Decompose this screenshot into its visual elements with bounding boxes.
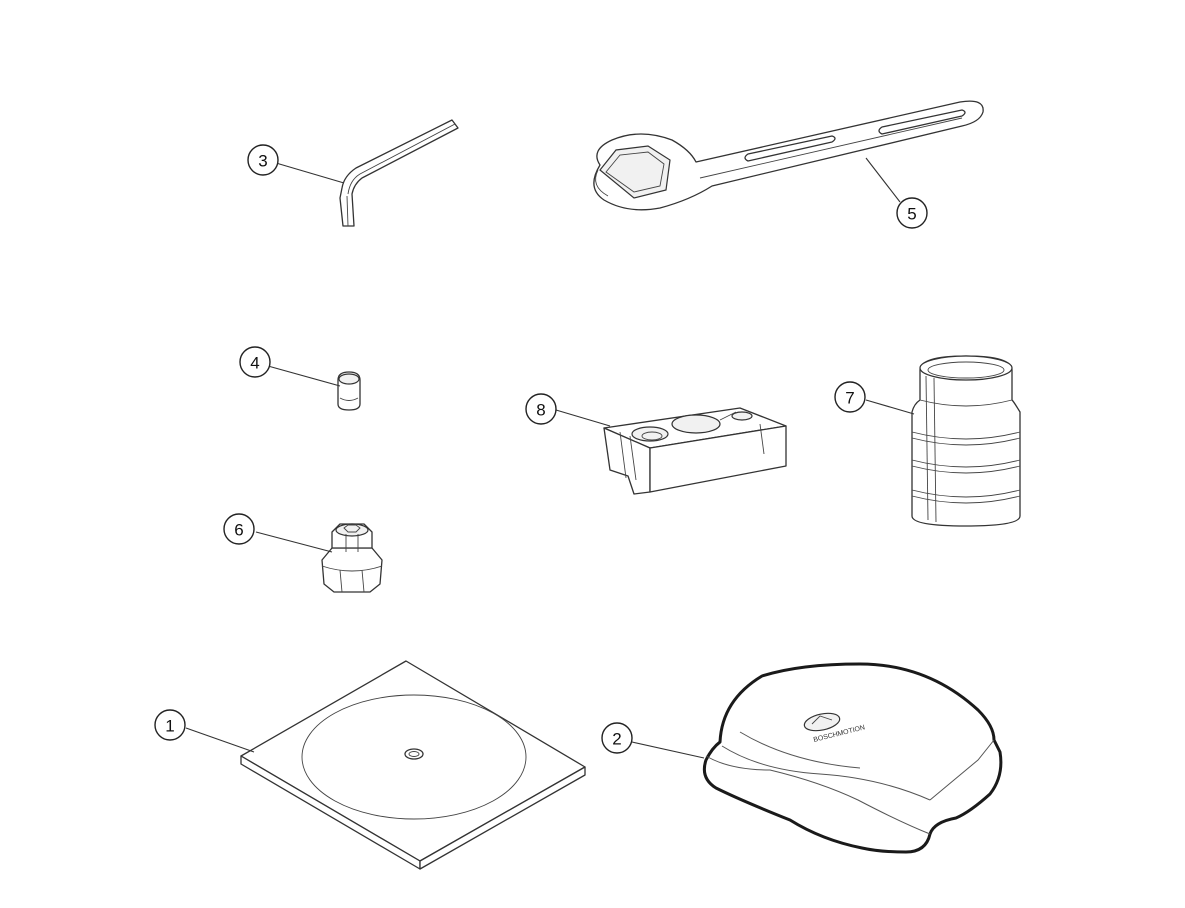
callout-7: 7 [834, 381, 866, 413]
callout-number: 8 [536, 401, 545, 420]
adapter-nut-icon [321, 523, 383, 593]
holding-block-icon [603, 407, 787, 495]
callout-2: 2 [601, 722, 633, 754]
leader-line-1 [185, 727, 255, 753]
callout-number: 6 [234, 521, 243, 540]
socket-tool-icon [911, 355, 1021, 527]
callout-number: 5 [907, 205, 916, 224]
callout-8: 8 [525, 393, 557, 425]
callout-1: 1 [154, 709, 186, 741]
callout-number: 2 [612, 730, 621, 749]
leader-line-4 [267, 365, 341, 387]
callout-3: 3 [247, 144, 279, 176]
hex-spanner-wrench-icon [593, 100, 984, 211]
leader-line-2 [631, 741, 705, 759]
leader-line-7 [865, 399, 915, 415]
hex-key-icon [339, 119, 459, 227]
leader-line-3 [275, 162, 345, 184]
callout-number: 3 [258, 152, 267, 171]
leader-line-5 [865, 157, 901, 203]
callout-4: 4 [239, 346, 271, 378]
leader-line-6 [255, 531, 333, 553]
callout-number: 1 [165, 717, 174, 736]
tool-pouch-icon: BOSCHMOTION [702, 662, 1003, 854]
pin-icon [337, 371, 361, 411]
callout-number: 4 [250, 354, 259, 373]
repair-mat-icon [240, 660, 586, 870]
callout-5: 5 [896, 197, 928, 229]
callout-6: 6 [223, 513, 255, 545]
leader-line-8 [555, 409, 611, 427]
callout-number: 7 [845, 389, 854, 408]
